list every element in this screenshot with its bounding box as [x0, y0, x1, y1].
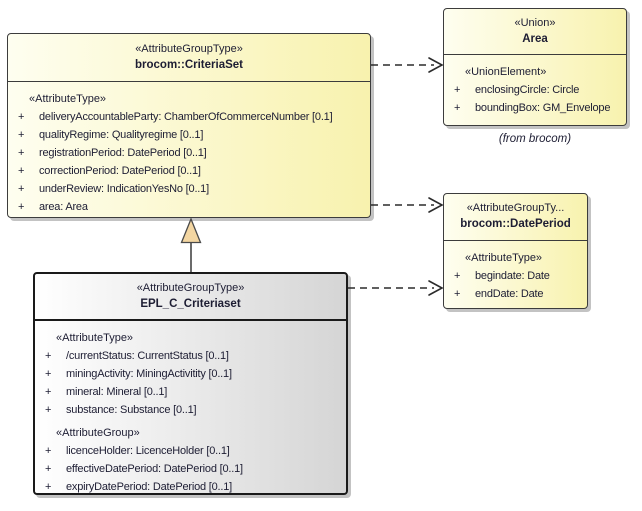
visibility: + — [18, 183, 25, 195]
stereotype-label: «AttributeGroupType» — [135, 42, 243, 55]
visibility: + — [45, 404, 52, 416]
class-epl-c-criteriaset[interactable]: «AttributeGroupType» EPL_C_Criteriaset «… — [33, 272, 348, 495]
attribute-text: begindate: Date — [475, 270, 550, 282]
visibility: + — [454, 270, 461, 282]
compartment-stereotype: «AttributeType» — [465, 252, 543, 264]
attribute-text: underReview: IndicationYesNo [0..1] — [39, 183, 209, 195]
attributes-compartment: «AttributeType» + begindate: Date + endDat… — [444, 241, 587, 303]
dependency-epl-to-dateperiod[interactable] — [348, 280, 444, 296]
attribute-row[interactable]: + qualityRegime: Qualityregime [0..1] — [16, 126, 367, 144]
attribute-text: area: Area — [39, 201, 88, 213]
class-name: brocom::DatePeriod — [460, 218, 571, 230]
compartment-stereotype: «AttributeType» — [56, 332, 134, 344]
visibility: + — [18, 129, 25, 141]
class-header: «AttributeGroupType» EPL_C_Criteriaset — [35, 274, 346, 321]
attribute-text: miningActivity: MiningActivitity [0..1] — [66, 368, 232, 380]
attribute-row[interactable]: + begindate: Date — [452, 267, 584, 285]
visibility: + — [18, 111, 25, 123]
stereotype-label: «AttributeGroupType» — [136, 281, 245, 294]
attribute-row[interactable]: + effectiveDatePeriod: DatePeriod [0..1] — [43, 460, 343, 478]
visibility: + — [454, 102, 461, 114]
attribute-text: endDate: Date — [475, 288, 544, 300]
class-brocom-dateperiod[interactable]: «AttributeGroupTy... brocom::DatePeriod … — [443, 193, 588, 309]
attribute-text: substance: Substance [0..1] — [66, 404, 197, 416]
visibility: + — [454, 84, 461, 96]
visibility: + — [45, 350, 52, 362]
class-header: «AttributeGroupTy... brocom::DatePeriod — [444, 194, 587, 241]
from-package-note: (from brocom) — [498, 133, 572, 145]
attribute-row[interactable]: + /currentStatus: CurrentStatus [0..1] — [43, 347, 343, 365]
compartment-stereotype: «UnionElement» — [465, 66, 547, 78]
attribute-text: correctionPeriod: DatePeriod [0..1] — [39, 165, 201, 177]
attribute-row[interactable]: + miningActivity: MiningActivitity [0..1] — [43, 365, 343, 383]
attribute-text: deliveryAccountableParty: ChamberOfComme… — [39, 111, 333, 123]
class-area[interactable]: «Union» Area «UnionElement» + enclosingCi… — [443, 8, 627, 126]
attribute-row[interactable]: + licenceHolder: LicenceHolder [0..1] — [43, 442, 343, 460]
visibility: + — [45, 481, 52, 493]
attributes-compartment: «UnionElement» +enclosingCircle: Circle … — [444, 55, 626, 117]
attribute-row[interactable]: + endDate: Date — [452, 285, 584, 303]
attribute-row[interactable]: + deliveryAccountableParty: ChamberOfComm… — [16, 108, 367, 126]
class-header: «AttributeGroupType» brocom::CriteriaSet — [8, 34, 370, 82]
visibility: + — [18, 165, 25, 177]
attribute-row[interactable]: + boundingBox: GM_Envelope — [452, 99, 623, 117]
visibility: + — [454, 288, 461, 300]
visibility: + — [18, 201, 25, 213]
class-header: «Union» Area — [444, 9, 626, 55]
attribute-row[interactable]: + enclosingCircle: Circle — [452, 81, 623, 99]
attribute-text: enclosingCircle: Circle — [475, 84, 580, 96]
attribute-text: licenceHolder: LicenceHolder [0..1] — [66, 445, 230, 457]
class-name: Area — [522, 32, 548, 45]
class-name: brocom::CriteriaSet — [135, 58, 243, 71]
attribute-row[interactable]: + underReview: IndicationYesNo [0..1] — [16, 180, 367, 198]
attributes-compartment: «AttributeType» + /currentStatus: Current… — [35, 321, 346, 496]
dependency-criteriaset-to-area[interactable] — [371, 57, 444, 73]
attribute-text: mineral: Mineral [0..1] — [66, 386, 168, 398]
visibility: + — [18, 147, 25, 159]
dependency-criteriaset-to-dateperiod[interactable] — [371, 197, 444, 213]
class-name: EPL_C_Criteriaset — [140, 297, 241, 310]
attribute-row[interactable]: + expiryDatePeriod: DatePeriod [0..1] — [43, 478, 343, 496]
stereotype-label: «AttributeGroupTy... — [466, 202, 565, 214]
attribute-text: expiryDatePeriod: DatePeriod [0..1] — [66, 481, 233, 493]
attribute-text: qualityRegime: Qualityregime [0..1] — [39, 129, 204, 141]
attribute-row[interactable]: + correctionPeriod: DatePeriod [0..1] — [16, 162, 367, 180]
attribute-row[interactable]: + substance: Substance [0..1] — [43, 401, 343, 419]
compartment-stereotype: «AttributeGroup» — [56, 427, 140, 439]
attributes-compartment: «AttributeType» + deliveryAccountablePart… — [8, 82, 370, 216]
attribute-row[interactable]: + mineral: Mineral [0..1] — [43, 383, 343, 401]
stereotype-label: «Union» — [514, 16, 556, 29]
attribute-text: effectiveDatePeriod: DatePeriod [0..1] — [66, 463, 243, 475]
visibility: + — [45, 386, 52, 398]
visibility: + — [45, 463, 52, 475]
attribute-row[interactable]: + area: Area — [16, 198, 367, 216]
class-brocom-criteriaset[interactable]: «AttributeGroupType» brocom::CriteriaSet… — [7, 33, 371, 218]
attribute-text: /currentStatus: CurrentStatus [0..1] — [66, 350, 229, 362]
visibility: + — [45, 368, 52, 380]
attribute-row[interactable]: + registrationPeriod: DatePeriod [0..1] — [16, 144, 367, 162]
generalization-epl-to-criteriaset[interactable] — [180, 217, 202, 272]
attribute-text: registrationPeriod: DatePeriod [0..1] — [39, 147, 207, 159]
attribute-text: boundingBox: GM_Envelope — [475, 102, 611, 114]
compartment-stereotype: «AttributeType» — [29, 93, 107, 105]
visibility: + — [45, 445, 52, 457]
